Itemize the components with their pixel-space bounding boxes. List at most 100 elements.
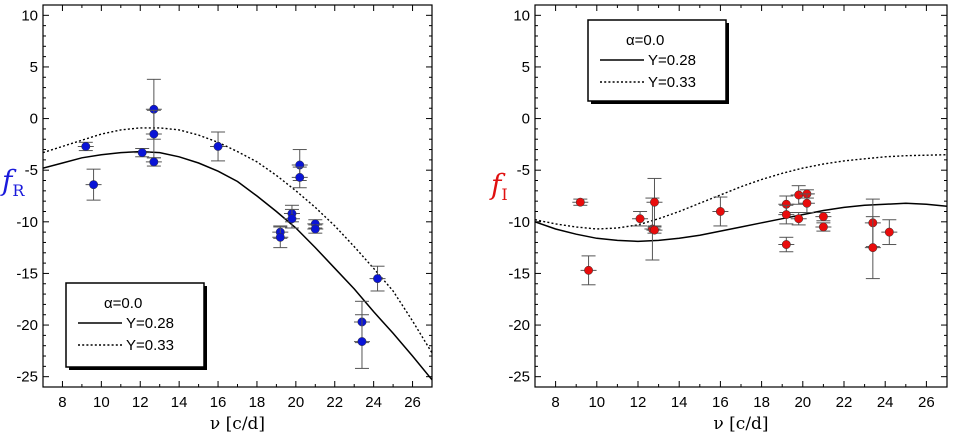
x-tick-label: 16: [712, 394, 729, 411]
curve-y033: [535, 154, 947, 230]
y-tick-label: -20: [16, 317, 38, 334]
y-tick-label: 5: [522, 59, 530, 76]
data-point: [307, 224, 324, 234]
data-marker: [575, 197, 585, 207]
data-point: [881, 219, 898, 246]
y-tick-label: -25: [508, 369, 530, 386]
data-point: [353, 300, 370, 344]
data-point: [85, 168, 102, 201]
x-tick-label: 22: [326, 394, 343, 411]
y-tick-label: -25: [16, 369, 38, 386]
x-tick-label: 12: [630, 394, 647, 411]
x-tick-label: 10: [93, 394, 110, 411]
x-tick-label: 22: [836, 394, 853, 411]
x-tick-label: 18: [249, 394, 266, 411]
x-tick-label: 20: [288, 394, 305, 411]
data-point: [369, 265, 386, 292]
data-marker: [794, 214, 804, 224]
curve-y028: [43, 150, 432, 381]
x-tick-label: 10: [588, 394, 605, 411]
data-point: [353, 314, 370, 369]
data-marker: [89, 180, 99, 190]
y-tick-label: -10: [508, 214, 530, 231]
data-marker: [149, 129, 159, 139]
y-axis-label-sub: R: [12, 181, 25, 200]
x-tick-label: 26: [918, 394, 935, 411]
data-point: [145, 157, 162, 167]
data-marker: [357, 337, 367, 347]
data-marker: [818, 222, 828, 232]
y-tick-label: -20: [508, 317, 530, 334]
y-tick-label: -5: [517, 162, 530, 179]
y-tick-label: 0: [522, 111, 530, 128]
data-marker: [584, 265, 594, 275]
legend-title: α=0.0: [104, 295, 142, 312]
data-point: [210, 131, 227, 162]
data-marker: [802, 198, 812, 208]
x-axis-label: ν [c/d]: [713, 414, 768, 434]
x-tick-label: 14: [671, 394, 688, 411]
data-marker: [137, 148, 147, 158]
y-tick-label: 5: [30, 59, 38, 76]
x-tick-label: 14: [171, 394, 188, 411]
data-point: [790, 185, 807, 205]
y-tick-label: 10: [21, 7, 38, 24]
legend-entry-label: Y=0.33: [126, 337, 174, 354]
data-marker: [81, 141, 91, 151]
data-marker: [868, 243, 878, 253]
data-point: [580, 255, 597, 286]
data-point: [77, 141, 94, 152]
x-tick-label: 16: [210, 394, 227, 411]
x-axis-label: ν [c/d]: [210, 414, 265, 434]
y-axis-label: fI: [489, 168, 508, 204]
x-tick-label: 24: [365, 394, 382, 411]
data-marker: [650, 197, 659, 207]
data-point: [291, 166, 308, 189]
legend: α=0.0Y=0.28Y=0.33: [587, 19, 729, 104]
x-tick-label: 26: [404, 394, 421, 411]
x-tick-label: 18: [753, 394, 770, 411]
y-axis-label-sub: I: [501, 185, 507, 204]
data-point: [272, 226, 289, 249]
data-point: [632, 210, 649, 227]
y-axis-label: fR: [0, 164, 25, 200]
data-point: [646, 225, 663, 235]
data-marker: [884, 227, 894, 237]
y-tick-label: 0: [30, 111, 38, 128]
x-tick-label: 8: [58, 394, 66, 411]
data-point: [778, 204, 795, 225]
data-point: [798, 193, 815, 214]
data-marker: [213, 141, 223, 151]
curve-y033: [43, 127, 432, 354]
legend-box: [65, 282, 205, 368]
curve-y028: [535, 202, 947, 243]
legend-entry-label: Y=0.28: [126, 315, 174, 332]
legend-entry-label: Y=0.33: [648, 74, 696, 91]
data-point: [572, 197, 589, 207]
y-tick-label: -10: [16, 214, 38, 231]
data-point: [712, 196, 729, 227]
data-marker: [635, 214, 645, 224]
legend-title: α=0.0: [626, 32, 664, 49]
data-point: [815, 222, 832, 232]
x-tick-label: 20: [794, 394, 811, 411]
x-tick-label: 12: [132, 394, 149, 411]
legend: α=0.0Y=0.28Y=0.33: [65, 282, 207, 370]
data-point: [815, 212, 832, 222]
x-tick-label: 24: [877, 394, 894, 411]
y-tick-label: 10: [513, 7, 530, 24]
data-point: [864, 216, 881, 280]
data-marker: [781, 210, 791, 220]
data-marker: [818, 212, 828, 222]
data-marker: [373, 274, 382, 284]
data-marker: [287, 214, 297, 224]
y-tick-label: -5: [25, 162, 38, 179]
data-point: [145, 109, 162, 159]
data-point: [790, 212, 807, 226]
data-point: [283, 208, 300, 229]
data-marker: [310, 224, 320, 234]
data-marker: [781, 240, 791, 249]
